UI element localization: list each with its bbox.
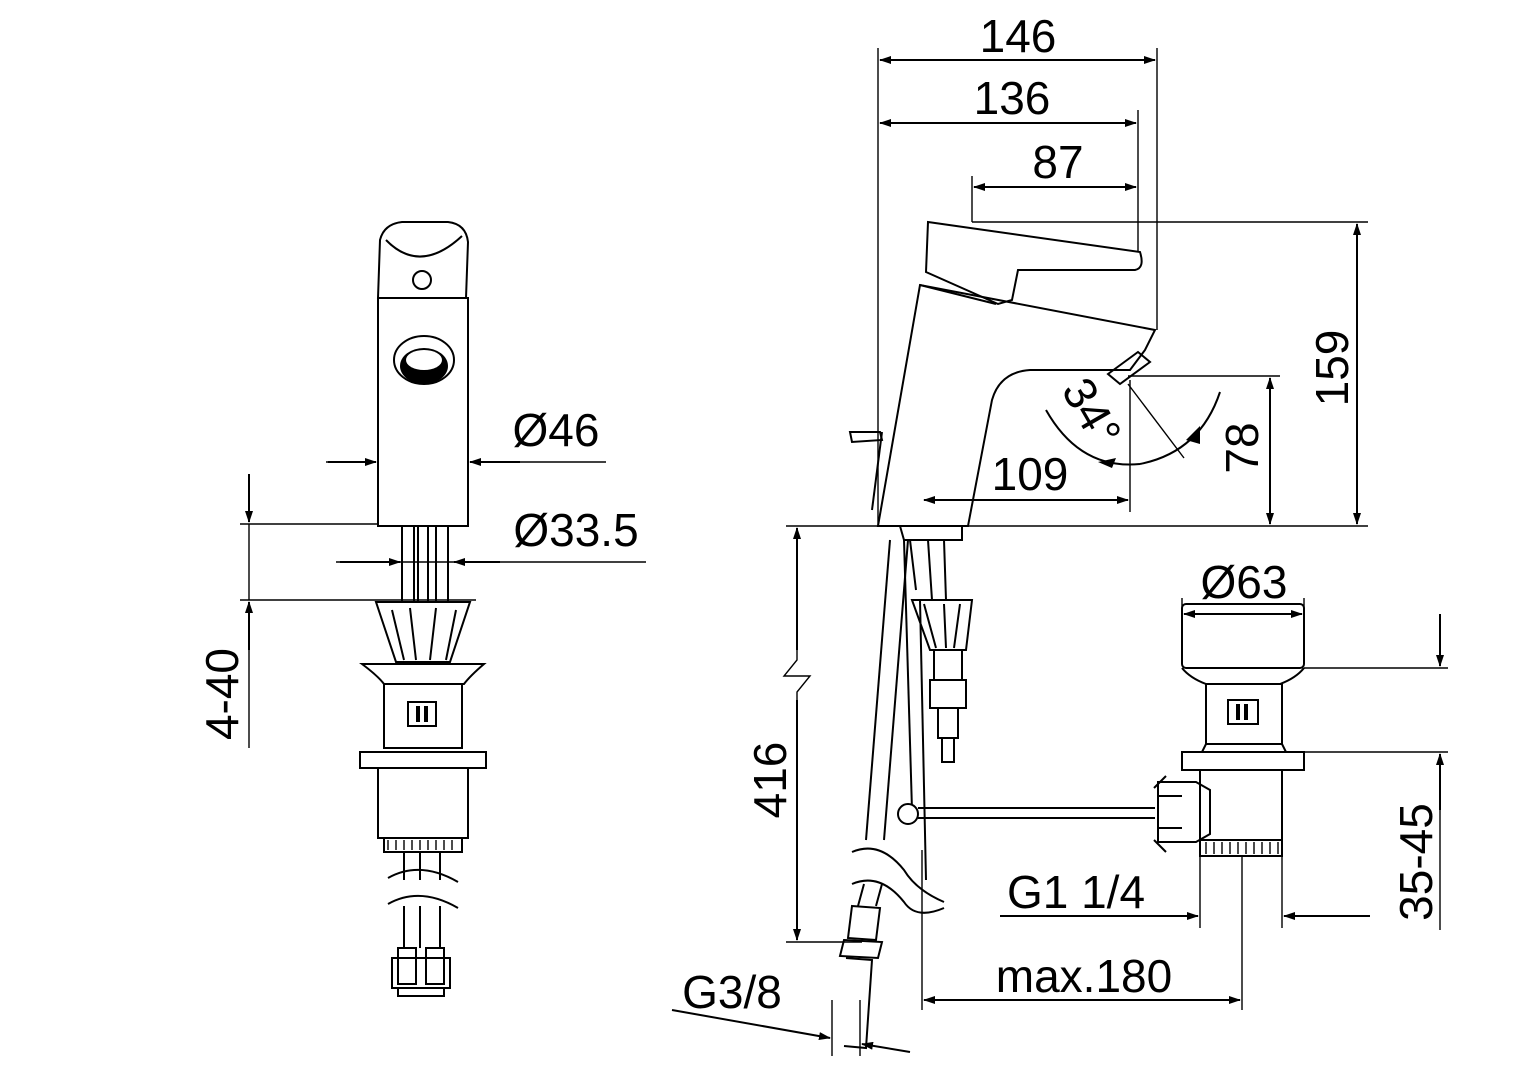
label-35-45: 35-45 [1390, 803, 1442, 921]
side-lever [924, 220, 1143, 306]
front-connectors [391, 947, 451, 997]
side-view [838, 220, 1157, 1050]
front-view [359, 221, 487, 997]
label-dia-33-5: Ø33.5 [513, 504, 638, 556]
label-dia-46: Ø46 [513, 404, 600, 456]
label-34-deg: 34° [1052, 369, 1132, 455]
label-max-180: max.180 [996, 950, 1172, 1002]
front-lever [376, 221, 470, 299]
label-87: 87 [1032, 136, 1083, 188]
label-146: 146 [980, 10, 1057, 62]
label-159: 159 [1306, 330, 1358, 407]
label-g3-8: G3/8 [682, 966, 782, 1018]
side-connector [838, 904, 884, 1050]
front-hoses [401, 525, 449, 603]
label-416: 416 [744, 742, 796, 819]
dimension-labels: 146 136 87 159 34° 78 109 Ø46 Ø33.5 4-40… [196, 10, 1442, 1018]
label-4-40: 4-40 [196, 648, 248, 740]
side-body [876, 283, 1157, 527]
label-78: 78 [1216, 422, 1268, 473]
front-body [377, 297, 469, 527]
label-109: 109 [992, 448, 1069, 500]
front-fixing [359, 601, 487, 853]
label-g1-1-4: G1 1/4 [1007, 866, 1145, 918]
front-hose-break [387, 852, 459, 948]
label-dia-63: Ø63 [1201, 556, 1288, 608]
waste-drain [1153, 603, 1305, 857]
front-aerator [393, 335, 455, 385]
dimension-lines [240, 48, 1448, 1056]
label-136: 136 [974, 72, 1051, 124]
side-fixing [910, 599, 974, 763]
